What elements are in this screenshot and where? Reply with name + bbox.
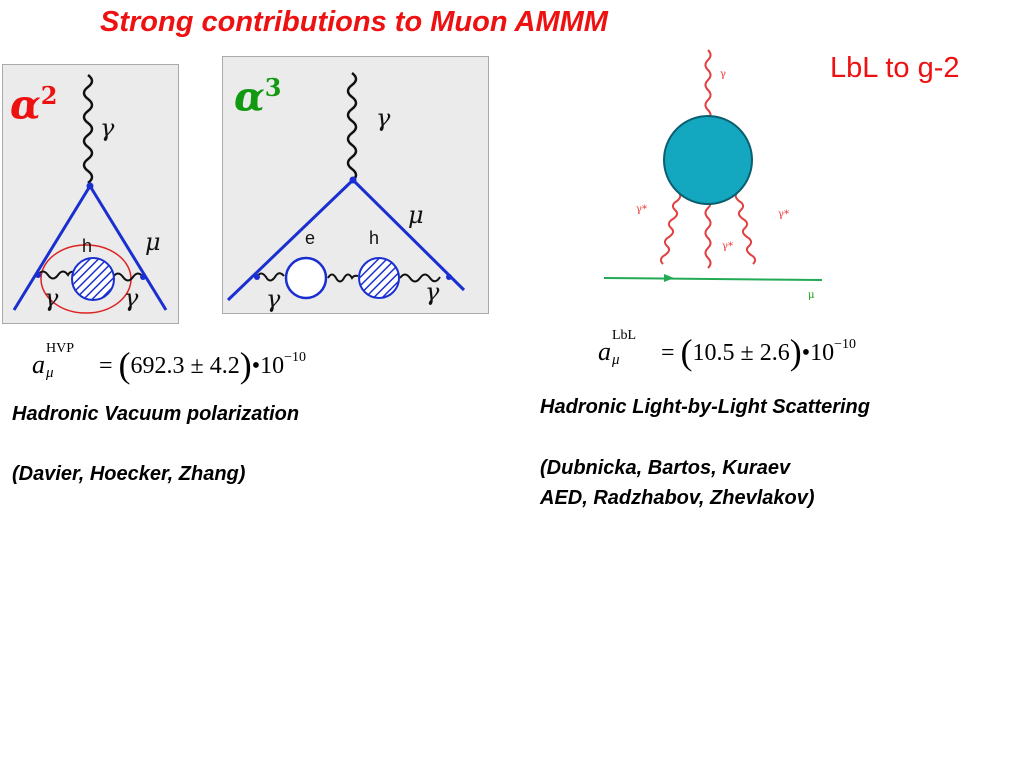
alpha3-label: α3	[234, 73, 282, 121]
lbl-photon-left	[659, 191, 682, 265]
lbl-mu-label: μ	[808, 290, 815, 301]
lbl-authors-line1: (Dubnicka, Bartos, Kuraev	[540, 457, 791, 479]
mu-label-d2: μ	[408, 201, 424, 229]
lbl-muon-arrow	[664, 274, 674, 282]
muon-line-right-2	[351, 178, 466, 292]
alpha2-diagram	[12, 74, 168, 314]
internal-photon-a	[256, 272, 285, 282]
lbl-gamma-star-left: γ*	[636, 204, 647, 215]
h-label-d2: h	[369, 228, 380, 248]
lbl-value: 10.5 ± 2.6	[692, 340, 790, 366]
internal-photon-left-1	[37, 270, 75, 280]
lbl-authors-line2: AED, Radzhabov, Zhevlakov)	[540, 487, 815, 509]
gamma-label-d2-right: γ	[425, 278, 440, 306]
lbl-photon-right	[734, 191, 757, 265]
hvp-authors: (Davier, Hoecker, Zhang)	[12, 463, 246, 485]
gamma-label-d1-left: γ	[44, 284, 59, 312]
gamma-label-d1-right: γ	[124, 284, 139, 312]
gamma-label-d1-top: γ	[100, 114, 115, 142]
lbl-gamma-label-top: γ	[720, 69, 726, 80]
slide-title: Strong contributions to Muon AMMM	[100, 6, 608, 38]
electron-loop	[284, 256, 328, 300]
external-photon-2	[346, 72, 358, 182]
hvp-value: 692.3 ± 4.2	[130, 353, 240, 379]
muon-line-right-1	[88, 185, 168, 311]
internal-photon-b	[327, 273, 359, 283]
vertex-dot	[86, 182, 94, 190]
lbl-diagram	[603, 49, 823, 282]
hadron-blob-2	[358, 257, 400, 299]
hadron-blob-1	[71, 257, 115, 301]
gamma-label-d2-left: γ	[266, 285, 281, 313]
muon-line-left-1	[12, 185, 92, 311]
hvp-caption: Hadronic Vacuum polarization	[12, 403, 300, 425]
lbl-photon-middle	[704, 197, 712, 269]
gamma-label-d2-top: γ	[376, 104, 391, 132]
internal-photon-c	[399, 273, 441, 283]
lbl-heading: LbL to g-2	[830, 52, 960, 84]
lbl-caption: Hadronic Light-by-Light Scattering	[540, 396, 870, 418]
h-label-d1: h	[82, 236, 93, 256]
internal-photon-right-1	[112, 272, 144, 282]
external-photon-1	[82, 74, 94, 184]
lbl-hadronic-blob	[663, 115, 753, 205]
e-label-d2: e	[305, 228, 316, 248]
lbl-gamma-star-middle: γ*	[722, 241, 733, 252]
lbl-muon-line	[603, 277, 823, 281]
mu-label-d1: μ	[145, 228, 161, 256]
alpha2-label: α2	[10, 81, 58, 129]
muon-line-left-2	[226, 178, 355, 302]
alpha3-diagram	[226, 72, 466, 302]
lbl-gamma-star-right: γ*	[778, 209, 789, 220]
